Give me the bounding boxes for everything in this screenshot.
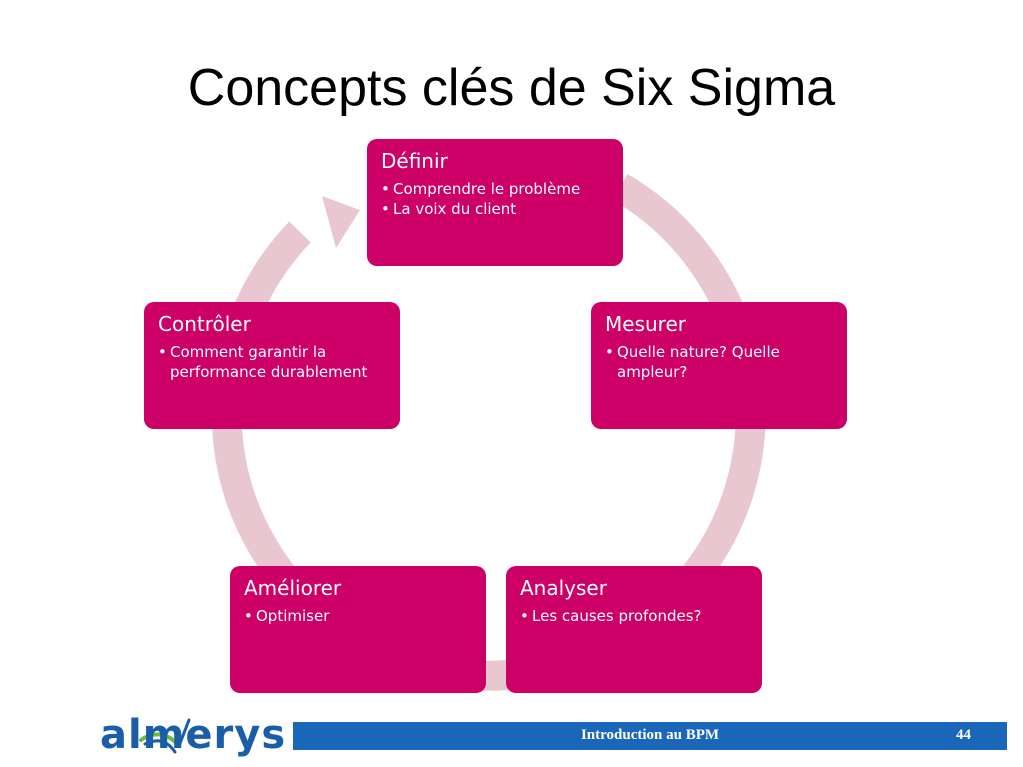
almerys-logo: almerys: [100, 712, 287, 758]
step-title: Mesurer: [605, 312, 686, 336]
step-definir: Définir Comprendre le problème La voix d…: [367, 139, 623, 266]
step-ameliorer: Améliorer Optimiser: [230, 566, 486, 693]
step-bullet: La voix du client: [381, 199, 609, 219]
step-bullet: Quelle nature? Quelle ampleur?: [605, 342, 833, 382]
step-title: Contrôler: [158, 312, 251, 336]
step-title: Définir: [381, 149, 448, 173]
step-controler: Contrôler Comment garantir la performanc…: [144, 302, 400, 429]
page-number: 44: [956, 727, 971, 743]
step-bullets: Comprendre le problème La voix du client: [381, 179, 609, 219]
step-bullet: Optimiser: [244, 606, 472, 626]
step-title: Améliorer: [244, 576, 342, 600]
slide-title: Concepts clés de Six Sigma: [187, 59, 836, 117]
step-bullet: Comment garantir la performance durablem…: [158, 342, 386, 382]
almerys-logo-icon: [139, 718, 191, 754]
cycle-arrowhead: [322, 196, 360, 248]
step-mesurer: Mesurer Quelle nature? Quelle ampleur?: [591, 302, 847, 429]
step-bullets: Quelle nature? Quelle ampleur?: [605, 342, 833, 382]
step-bullets: Les causes profondes?: [520, 606, 748, 626]
step-bullets: Optimiser: [244, 606, 472, 626]
footer-bar: Introduction au BPM 44: [293, 722, 1007, 750]
step-bullets: Comment garantir la performance durablem…: [158, 342, 386, 382]
step-bullet: Les causes profondes?: [520, 606, 748, 626]
footer-caption: Introduction au BPM: [580, 727, 720, 743]
step-analyser: Analyser Les causes profondes?: [506, 566, 762, 693]
step-bullet: Comprendre le problème: [381, 179, 609, 199]
step-title: Analyser: [520, 576, 607, 600]
